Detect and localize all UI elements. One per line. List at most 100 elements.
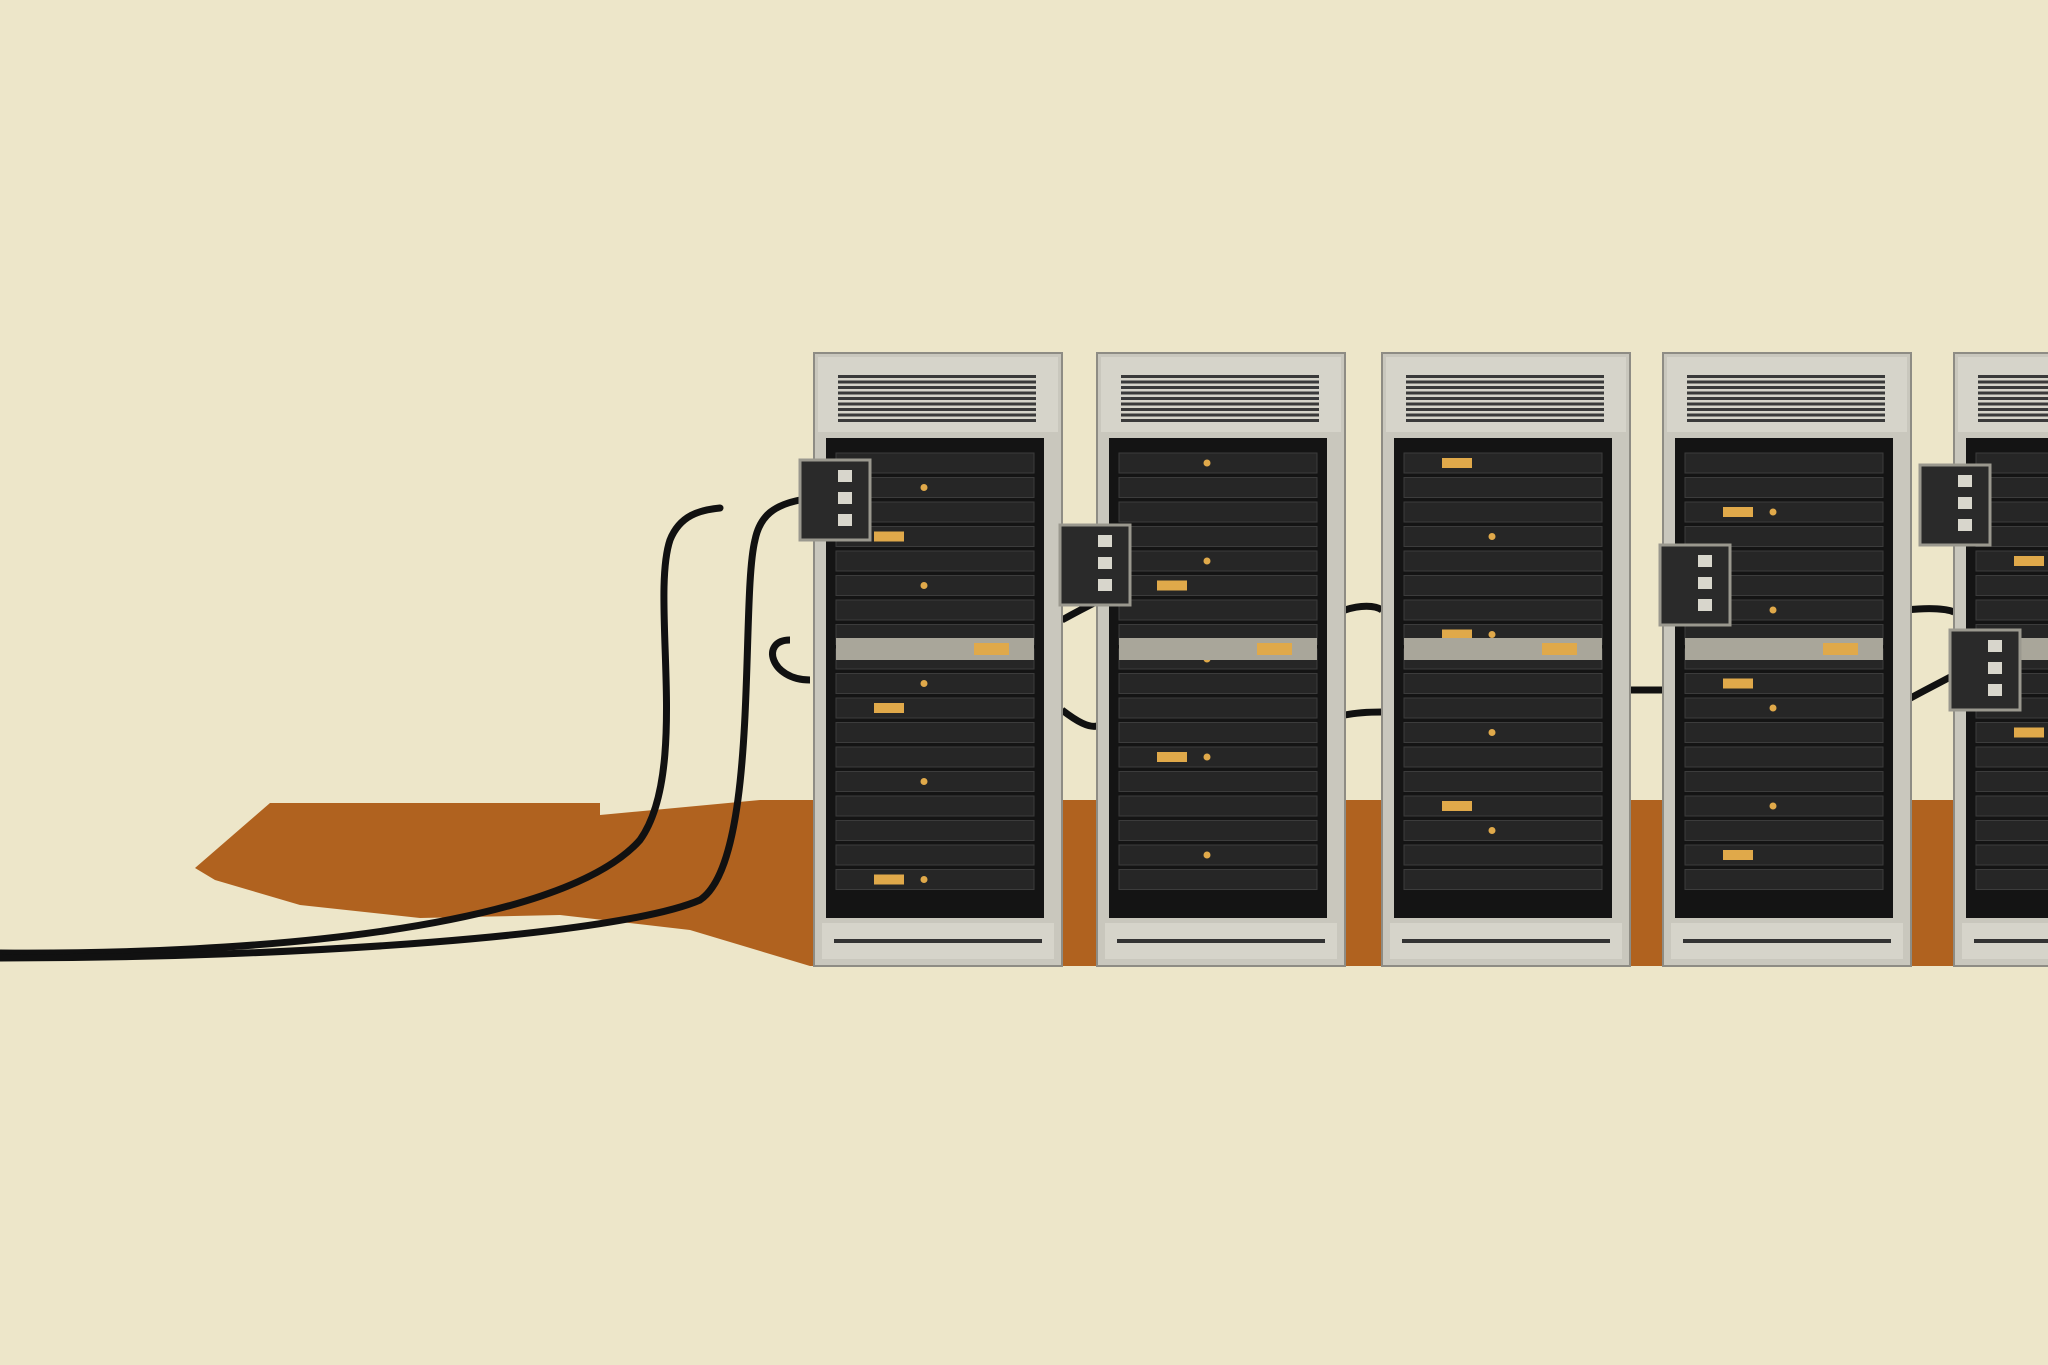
- drive-bay: [1118, 550, 1318, 572]
- drive-bay: [1403, 722, 1603, 743]
- status-led: [1203, 459, 1211, 467]
- drive-bay: [1975, 844, 2048, 866]
- drive-bay: [1975, 575, 2048, 596]
- drive-bay: [1975, 599, 2048, 621]
- drive-label: [1442, 801, 1472, 811]
- drive-bay: [1684, 697, 1884, 719]
- drive-bay: [1403, 844, 1603, 866]
- status-led: [1203, 753, 1211, 761]
- drive-label: [1442, 629, 1472, 640]
- drive-bay: [1403, 550, 1603, 572]
- drive-bay: [1118, 697, 1318, 719]
- drive-label: [2014, 727, 2044, 738]
- drive-label: [874, 531, 904, 542]
- drive-bay: [1403, 501, 1603, 523]
- status-led: [1488, 827, 1496, 834]
- drive-bay: [1118, 673, 1318, 694]
- drive-bay: [1403, 869, 1603, 890]
- drive-bay: [1403, 599, 1603, 621]
- power-cables: [0, 496, 804, 962]
- drive-bay: [1118, 599, 1318, 621]
- vent-grille: [838, 375, 1036, 422]
- drive-bay: [1118, 526, 1318, 547]
- drive-label: [1723, 678, 1753, 689]
- drive-bay: [1403, 746, 1603, 768]
- status-led: [920, 484, 928, 491]
- drive-bay: [1684, 746, 1884, 768]
- drive-bay: [1684, 722, 1884, 743]
- drive-bay: [835, 869, 1035, 890]
- status-led: [920, 778, 928, 785]
- drive-bay: [1684, 526, 1884, 547]
- vent-grille: [1978, 375, 2048, 422]
- plug-connector: [798, 458, 872, 542]
- drive-bay: [1403, 771, 1603, 792]
- drive-bay: [1684, 501, 1884, 523]
- drive-label: [874, 703, 904, 713]
- drive-bay: [1403, 575, 1603, 596]
- drive-bay: [835, 673, 1035, 694]
- drive-bay: [835, 844, 1035, 866]
- drive-label: [1157, 752, 1187, 762]
- drive-bay: [1403, 673, 1603, 694]
- drive-bay: [1403, 795, 1603, 817]
- drive-label: [1723, 850, 1753, 860]
- drive-bay: [1684, 795, 1884, 817]
- drive-bay: [1975, 771, 2048, 792]
- status-led: [920, 876, 928, 883]
- drive-bay: [1975, 869, 2048, 890]
- drive-bay: [1403, 820, 1603, 841]
- status-led: [920, 582, 928, 589]
- drive-bay: [835, 697, 1035, 719]
- server-rack: [1662, 352, 1912, 967]
- server-rack: [813, 352, 1063, 967]
- drive-bay: [835, 599, 1035, 621]
- drive-bay: [835, 746, 1035, 768]
- drive-bay: [1684, 869, 1884, 890]
- status-led: [1488, 533, 1496, 540]
- drive-bay: [1118, 771, 1318, 792]
- drive-label: [1723, 507, 1753, 517]
- status-led: [1769, 704, 1777, 712]
- drive-bay: [835, 550, 1035, 572]
- drive-bay: [1975, 820, 2048, 841]
- status-led: [1203, 557, 1211, 565]
- plug-connectors: [798, 458, 2022, 712]
- vent-grille: [1687, 375, 1885, 422]
- drive-bay: [1975, 795, 2048, 817]
- drive-bay: [1118, 575, 1318, 596]
- drive-bay: [1684, 452, 1884, 474]
- drive-bay: [1975, 452, 2048, 474]
- drive-bay: [835, 771, 1035, 792]
- status-led: [1769, 606, 1777, 614]
- drive-bay: [1118, 844, 1318, 866]
- drive-bay: [1975, 722, 2048, 743]
- plug-connector: [1918, 463, 1992, 547]
- drive-bay: [1118, 820, 1318, 841]
- vent-grille: [1406, 375, 1604, 422]
- drive-bay: [835, 575, 1035, 596]
- drive-bay: [835, 477, 1035, 498]
- drive-bay: [1975, 550, 2048, 572]
- plug-connector: [1058, 523, 1132, 607]
- drive-bay: [1684, 771, 1884, 792]
- drive-bay: [1684, 673, 1884, 694]
- drive-label: [2014, 556, 2044, 566]
- drive-bay: [1118, 795, 1318, 817]
- drive-bay: [1684, 820, 1884, 841]
- drive-bay: [1118, 722, 1318, 743]
- status-led: [1488, 729, 1496, 736]
- drive-bay: [835, 795, 1035, 817]
- drive-bay: [1118, 477, 1318, 498]
- server-rack: [1381, 352, 1631, 967]
- drive-bay: [835, 722, 1035, 743]
- status-led: [920, 680, 928, 687]
- drive-bay: [1403, 697, 1603, 719]
- vent-grille: [1121, 375, 1319, 422]
- drive-bay: [1684, 844, 1884, 866]
- drive-bay: [835, 820, 1035, 841]
- drive-bay: [1118, 452, 1318, 474]
- drive-bay: [1403, 477, 1603, 498]
- drive-bay: [1975, 746, 2048, 768]
- drive-label: [874, 874, 904, 885]
